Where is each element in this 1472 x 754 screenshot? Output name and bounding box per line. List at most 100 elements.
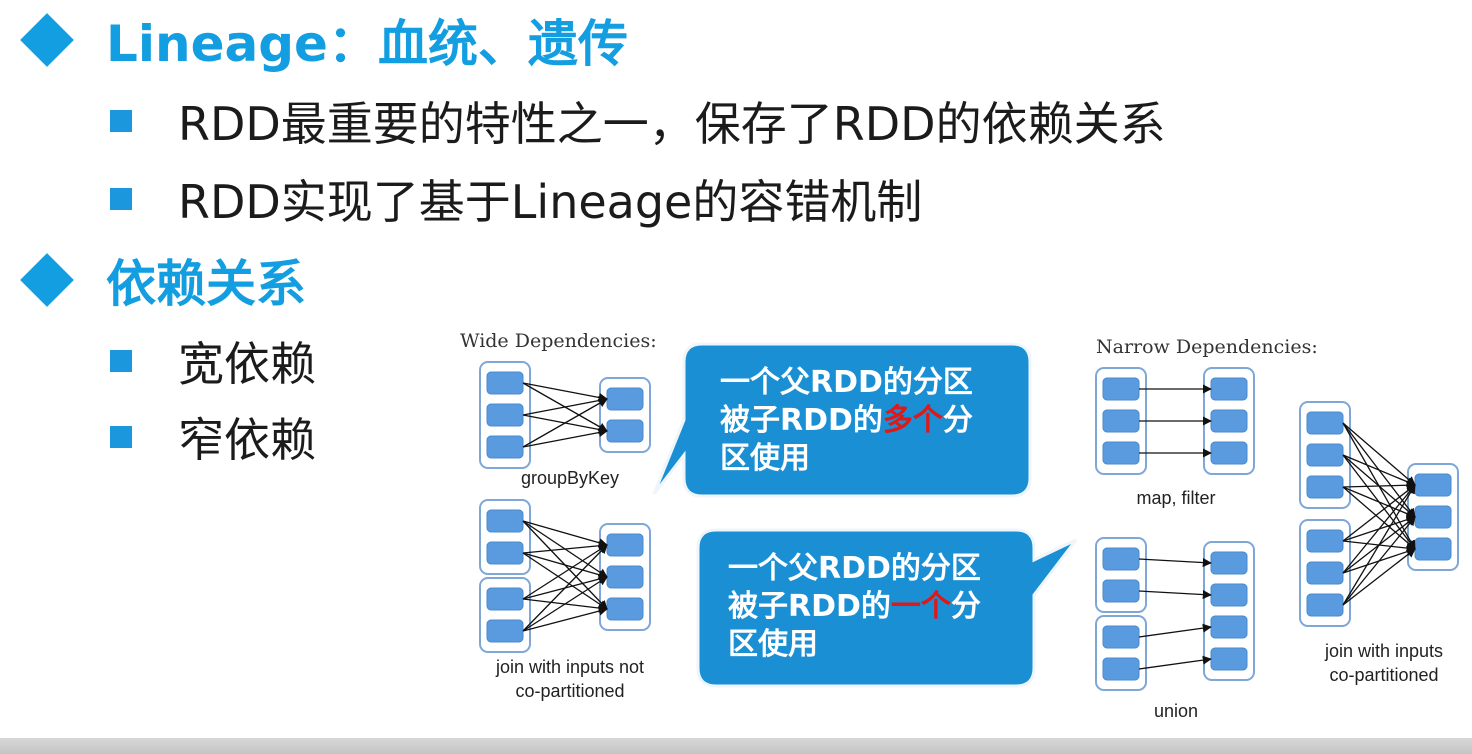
dependency-arrow xyxy=(1138,590,1212,600)
partition xyxy=(1414,473,1452,497)
bubble-narrow-line2-pre: 被子RDD的 xyxy=(728,589,891,624)
partition xyxy=(486,371,524,395)
dependency-arrow xyxy=(522,428,608,448)
caption-union: union xyxy=(1153,701,1199,721)
bullet-narrow-text: 窄依赖 xyxy=(178,413,316,467)
partition xyxy=(1102,579,1140,603)
bubble-wide-text: 一个父RDD的分区 被子RDD的多个分 区使用 xyxy=(720,364,973,478)
partition xyxy=(1102,409,1140,433)
heading-dependencies-text: 依赖关系 xyxy=(106,255,306,313)
bubble-narrow-text: 一个父RDD的分区 被子RDD的一个分 区使用 xyxy=(728,550,981,664)
dependency-arrow xyxy=(1342,454,1416,487)
partition xyxy=(486,403,524,427)
dependency-arrow xyxy=(522,544,608,600)
dependency-arrow xyxy=(1138,655,1212,670)
dependency-arrow xyxy=(1342,484,1416,542)
partition xyxy=(1306,593,1344,617)
dependency-arrow xyxy=(522,552,608,580)
bubble-wide-highlight: 多个 xyxy=(882,403,943,438)
caption-map-filter: map, filter xyxy=(1136,488,1216,508)
partition xyxy=(1102,657,1140,681)
dependency-arrow xyxy=(522,606,608,632)
dependency-arrow xyxy=(522,541,608,554)
narrow-dependencies-title: Narrow Dependencies: xyxy=(1096,336,1318,358)
partition xyxy=(1210,551,1248,575)
bubble-narrow-line2: 被子RDD的一个分 xyxy=(728,588,981,626)
bottom-bar xyxy=(0,738,1472,754)
partition xyxy=(1102,625,1140,649)
dependency-arrow xyxy=(522,576,608,632)
partition xyxy=(1102,377,1140,401)
bullet-wide: 宽依赖 xyxy=(110,332,316,391)
partition xyxy=(486,509,524,533)
caption-join-co-line2: co-partitioned xyxy=(1329,665,1439,685)
dependency-arrow xyxy=(1342,484,1416,574)
dependency-arrow xyxy=(1342,548,1416,606)
partition xyxy=(1306,443,1344,467)
caption-join-not-line2: co-partitioned xyxy=(515,681,625,701)
bubble-wide-line3: 区使用 xyxy=(720,441,810,476)
dependency-arrow xyxy=(522,396,608,416)
partition xyxy=(486,435,524,459)
bubble-narrow-highlight: 一个 xyxy=(890,589,951,624)
heading-lineage: Lineage：血统、遗传 xyxy=(20,10,628,73)
dependency-arrow xyxy=(1342,422,1416,486)
partition xyxy=(1210,377,1248,401)
dependency-arrow xyxy=(1138,623,1212,638)
partition xyxy=(1306,529,1344,553)
dependency-arrow xyxy=(522,382,608,402)
speech-bubble-narrow xyxy=(696,528,1078,688)
heading-dependencies: 依赖关系 xyxy=(20,250,306,313)
square-bullet-icon xyxy=(110,350,132,372)
partition xyxy=(1414,505,1452,529)
heading-lineage-text: Lineage：血统、遗传 xyxy=(106,15,628,73)
partition xyxy=(1210,441,1248,465)
partition xyxy=(606,387,644,411)
partition xyxy=(1210,647,1248,671)
bullet-wide-text: 宽依赖 xyxy=(178,337,316,391)
bubble-wide-line2: 被子RDD的多个分 xyxy=(720,402,973,440)
bullet-narrow: 窄依赖 xyxy=(110,408,316,467)
bullet-item-1: RDD最重要的特性之一，保存了RDD的依赖关系 xyxy=(110,92,1166,151)
dependency-arrow xyxy=(522,552,608,610)
caption-join-co-line1: join with inputs xyxy=(1324,641,1444,661)
dependency-arrow xyxy=(1138,558,1212,568)
partition xyxy=(1306,411,1344,435)
bubble-wide-line1: 一个父RDD的分区 xyxy=(720,365,973,400)
dependency-arrow xyxy=(1342,480,1416,490)
partition xyxy=(1414,537,1452,561)
square-bullet-icon xyxy=(110,188,132,210)
partition xyxy=(606,597,644,621)
rdd-child-union xyxy=(1203,541,1255,681)
partition xyxy=(1306,475,1344,499)
dependency-arrow xyxy=(1342,516,1416,606)
dependency-arrow xyxy=(522,520,608,548)
caption-groupbykey: groupByKey xyxy=(520,468,620,488)
partition xyxy=(1210,409,1248,433)
partition xyxy=(1102,441,1140,465)
wide-dependencies-title: Wide Dependencies: xyxy=(460,330,657,352)
partition xyxy=(1210,583,1248,607)
partition xyxy=(1102,547,1140,571)
dependency-arrow xyxy=(522,544,608,632)
dependency-arrow xyxy=(522,398,608,448)
square-bullet-icon xyxy=(110,426,132,448)
partition xyxy=(486,619,524,643)
caption-join-not-line1: join with inputs not xyxy=(495,657,645,677)
bubble-narrow-line2-post: 分 xyxy=(950,589,981,624)
partition xyxy=(486,587,524,611)
dependency-arrow xyxy=(1342,484,1416,606)
bullet-item-2-text: RDD实现了基于Lineage的容错机制 xyxy=(178,175,923,229)
bullet-item-2: RDD实现了基于Lineage的容错机制 xyxy=(110,170,922,229)
bullet-item-1-text: RDD最重要的特性之一，保存了RDD的依赖关系 xyxy=(178,97,1166,151)
bubble-narrow-line1: 一个父RDD的分区 xyxy=(728,551,981,586)
bubble-narrow-line3: 区使用 xyxy=(728,627,818,662)
speech-bubble-wide xyxy=(652,342,1032,498)
partition xyxy=(606,419,644,443)
partition xyxy=(1210,615,1248,639)
bubble-wide-line2-post: 分 xyxy=(942,403,973,438)
dependency-arrow xyxy=(1342,486,1416,519)
partition xyxy=(606,565,644,589)
partition xyxy=(606,533,644,557)
